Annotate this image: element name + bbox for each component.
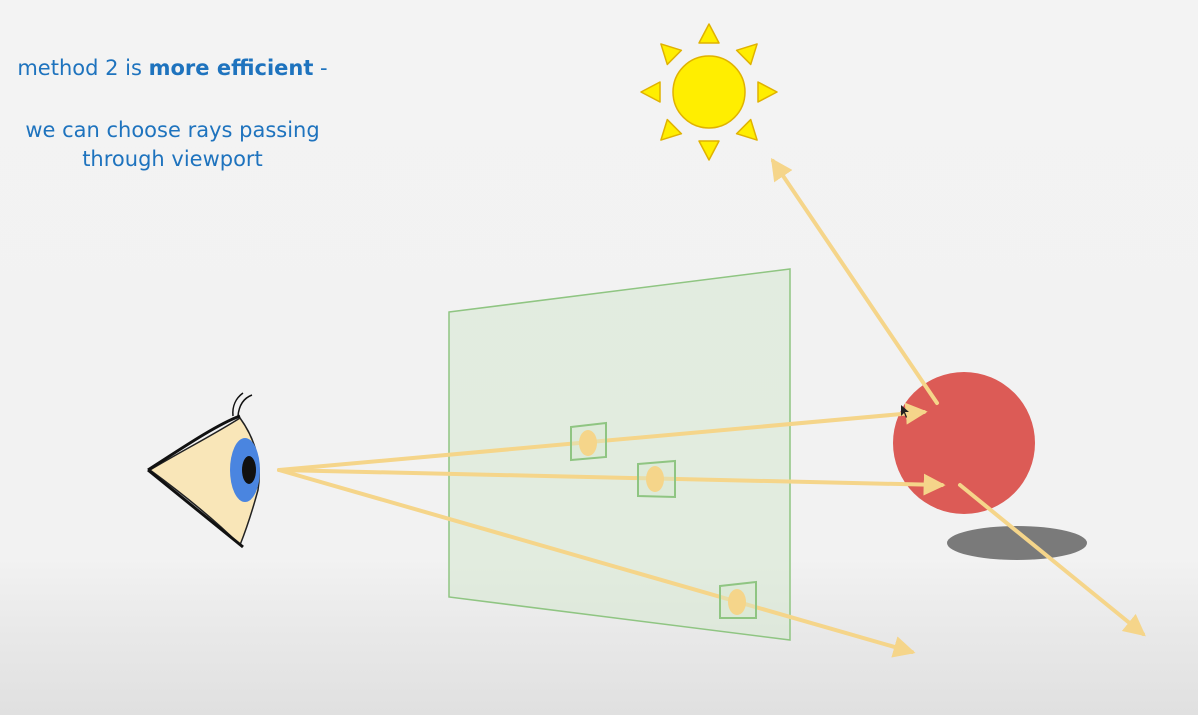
caption-line-1-pre: method 2 is [17,56,149,80]
ray-to-sphere-top [277,402,928,472]
caption-line-2b: through viewport [82,147,263,171]
ray-to-sphere-mid [277,468,946,496]
pixel-sample-2 [637,459,676,499]
viewport-plane [448,268,791,641]
shadow-ray-to-sun [770,157,939,405]
caption-line-1-post: - [313,56,328,80]
mouse-cursor-icon [901,405,909,418]
reflected-ray [958,483,1146,637]
caption-line-2: we can choose rays passing through viewp… [0,116,345,174]
pixel-sample-1 [570,421,607,462]
sphere-shadow [947,526,1087,560]
sphere-object [893,372,1035,514]
pixel-sample-3 [719,580,757,619]
sun-icon [640,23,778,161]
caption-line-1: method 2 is more efficient - [0,54,345,83]
eye-icon [147,392,260,549]
caption-line-2a: we can choose rays passing [25,118,320,142]
ray-miss [277,468,916,658]
caption-emphasis: more efficient [148,56,314,80]
